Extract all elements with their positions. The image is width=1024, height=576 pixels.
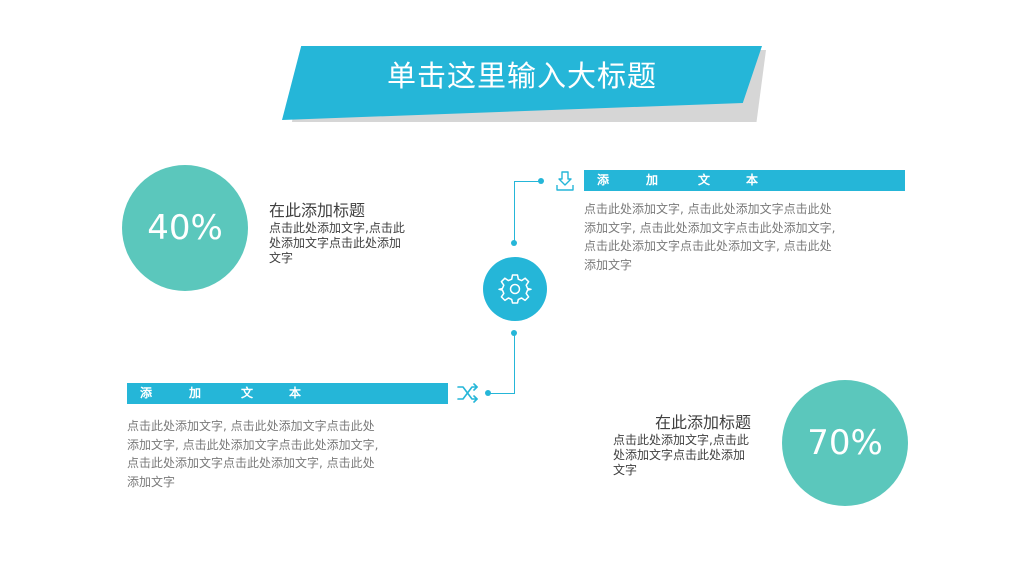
right-bottom-body[interactable]: 点击此处添加文字,点击此 处添加文字点击此处添加 文字 — [613, 433, 749, 478]
connector-dot — [485, 390, 491, 396]
body-line: 处添加文字点击此处添加 — [613, 448, 746, 462]
left-top-body[interactable]: 点击此处添加文字,点击此 处添加文字点击此处添加 文字 — [269, 221, 405, 266]
connector-line — [488, 393, 515, 394]
connector-dot — [511, 240, 517, 246]
download-icon-wrap — [555, 170, 575, 192]
connector-line — [514, 333, 515, 393]
bar-char: 文 — [698, 173, 713, 187]
percent-value[interactable]: 40% — [147, 208, 223, 248]
body-line: 添加文字, 点击此处添加文字点击此处添加文字, — [127, 437, 379, 452]
bar-char: 加 — [646, 173, 661, 187]
body-line: 添加文字 — [127, 474, 176, 489]
shuffle-icon — [457, 383, 478, 403]
section-bar-bottom-left[interactable]: 添加文本 — [127, 383, 448, 404]
bar-char: 添 — [140, 386, 155, 400]
body-line: 点击此处添加文字,点击此 — [613, 433, 749, 447]
download-icon — [556, 171, 574, 191]
right-bottom-heading[interactable]: 在此添加标题 — [655, 413, 752, 432]
percent-circle-40: 40% — [122, 165, 248, 291]
connector-line — [514, 181, 540, 182]
body-line: 文字 — [613, 463, 638, 477]
shuffle-icon-wrap — [456, 383, 480, 403]
gear-icon — [498, 274, 532, 304]
percent-circle-70: 70% — [782, 380, 908, 506]
connector-dot — [511, 330, 517, 336]
bar-char: 加 — [189, 386, 204, 400]
body-line: 点击此处添加文字, 点击此处添加文字点击此处 — [127, 419, 375, 433]
body-line: 点击此处添加文字, 点击此处添加文字点击此处 — [584, 202, 832, 216]
bar-char: 添 — [597, 173, 612, 187]
left-top-heading[interactable]: 在此添加标题 — [269, 201, 366, 220]
bar-char: 本 — [746, 173, 761, 187]
connector-dot — [538, 178, 544, 184]
body-line: 处添加文字点击此处添加 — [269, 236, 402, 250]
connector-line — [514, 181, 515, 243]
body-line: 点击此处添加文字点击此处添加文字, 点击此处 — [127, 456, 375, 470]
body-line: 添加文字, 点击此处添加文字点击此处添加文字, — [584, 220, 836, 235]
body-line: 文字 — [269, 251, 294, 265]
page-title[interactable]: 单击这里输入大标题 — [386, 59, 657, 93]
bar-char: 本 — [289, 386, 304, 400]
bottom-left-body[interactable]: 点击此处添加文字, 点击此处添加文字点击此处 添加文字, 点击此处添加文字点击此… — [127, 417, 378, 491]
section-bar-top-right[interactable]: 添加文本 — [584, 170, 905, 191]
top-right-body[interactable]: 点击此处添加文字, 点击此处添加文字点击此处 添加文字, 点击此处添加文字点击此… — [584, 200, 835, 274]
body-line: 添加文字 — [584, 257, 633, 272]
bar-char: 文 — [241, 386, 256, 400]
gear-circle — [483, 257, 547, 321]
body-line: 点击此处添加文字点击此处添加文字, 点击此处 — [584, 239, 832, 253]
body-line: 点击此处添加文字,点击此 — [269, 221, 405, 235]
percent-value[interactable]: 70% — [807, 423, 883, 463]
